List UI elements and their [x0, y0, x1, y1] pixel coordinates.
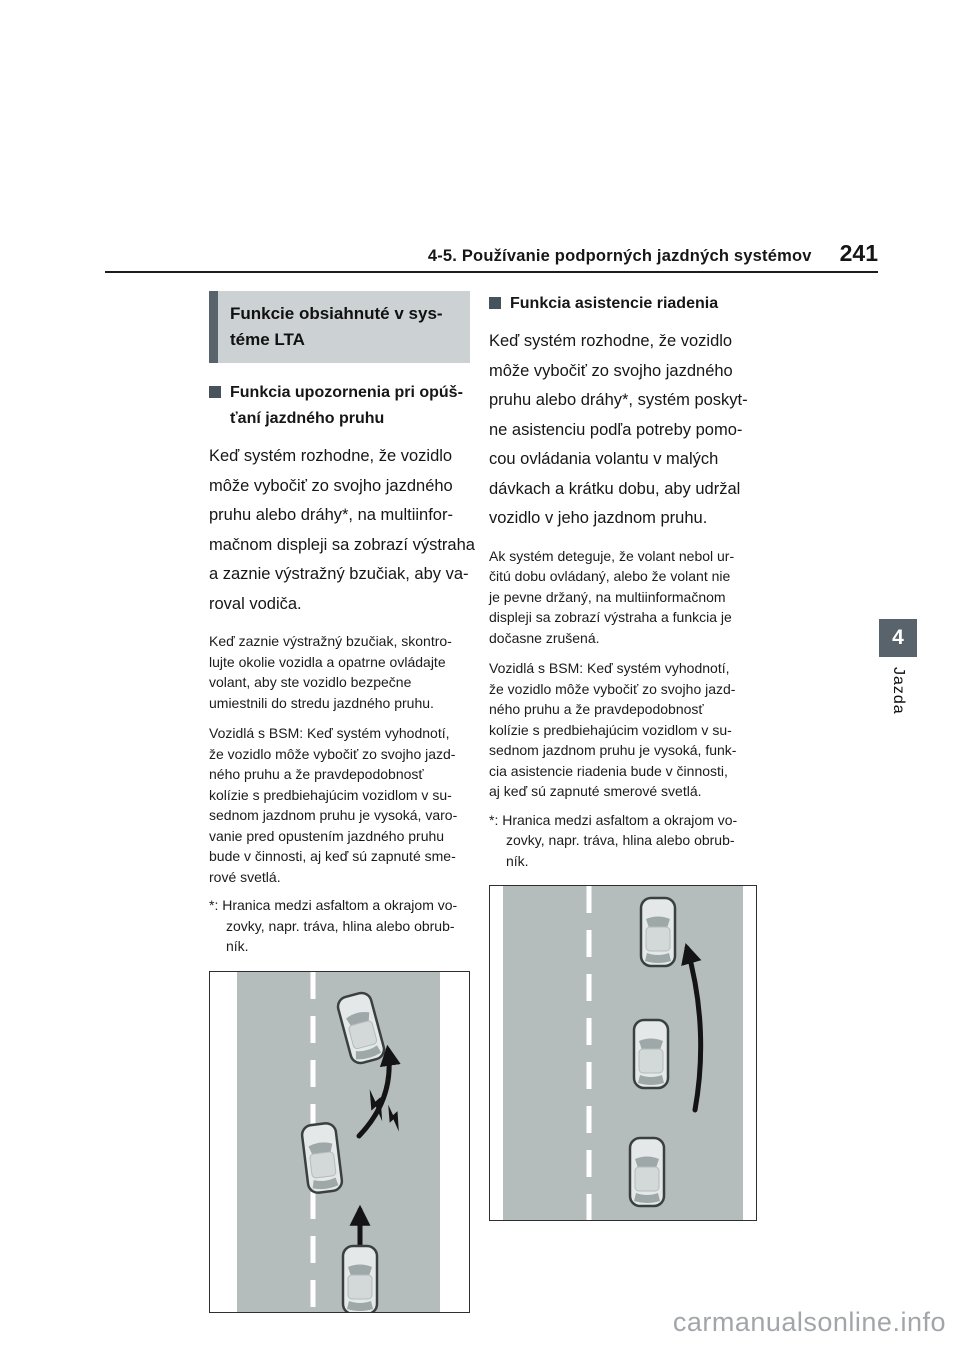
lane-departure-illustration	[209, 970, 470, 1313]
section-heading-lane-departure: Funkcia upozornenia pri opúš- ťaní jazdn…	[209, 380, 470, 432]
lane-departure-footnote: *: Hranica medzi asfaltom a okrajom vo- …	[209, 897, 458, 954]
chapter-number-badge: 4	[879, 619, 917, 657]
chapter-section-title: 4-5. Používanie podporných jazdných syst…	[427, 247, 812, 265]
chapter-side-tab: 4 Jazda	[879, 619, 917, 720]
steering-assist-illustration-svg	[490, 886, 756, 1220]
road-surface	[503, 886, 743, 1220]
section-heading-text: Funkcia upozornenia pri opúš- ťaní jazdn…	[230, 384, 463, 427]
lane-departure-note-2: Vozidlá s BSM: Keď systém vyhodnotí, že …	[209, 725, 458, 885]
car-icon	[639, 896, 677, 968]
square-bullet-icon	[489, 297, 501, 309]
trajectory-arrow-icon	[681, 942, 704, 1113]
steering-assist-footnote: *: Hranica medzi asfaltom a okrajom vo- …	[489, 811, 738, 869]
title-accent-bar	[209, 291, 218, 363]
lta-title-box: Funkcie obsiahnuté v sys- téme LTA	[209, 291, 470, 363]
trajectory-arrow-icon	[356, 1044, 401, 1138]
chapter-label-wrap: Jazda	[879, 667, 917, 720]
lane-departure-illustration-svg	[210, 971, 469, 1312]
warning-flash-icon	[388, 1104, 399, 1132]
right-column: Funkcia asistencie riadenia Keď systém r…	[489, 291, 757, 1221]
section-heading-text: Funkcia asistencie riadenia	[510, 295, 719, 312]
square-bullet-icon	[209, 386, 221, 398]
page-number: 241	[839, 240, 878, 266]
section-heading-steering-assist: Funkcia asistencie riadenia	[489, 291, 757, 317]
header-rule	[105, 271, 878, 273]
left-column: Funkcie obsiahnuté v sys- téme LTA Funkc…	[209, 291, 475, 1313]
steering-assist-body: Keď systém rozhodne, že vozidlo môže vyb…	[489, 332, 748, 527]
car-icon	[632, 1018, 670, 1090]
car-icon	[341, 1244, 379, 1312]
page-header: 4-5. Používanie podporných jazdných syst…	[105, 240, 878, 267]
steering-assist-illustration	[489, 885, 757, 1221]
steering-assist-note-2: Vozidlá s BSM: Keď systém vyhodnotí, že …	[489, 660, 737, 799]
steering-assist-note-1: Ak systém deteguje, že volant nebol ur- …	[489, 547, 735, 646]
road-surface	[237, 971, 440, 1312]
car-icon	[299, 1120, 345, 1195]
lane-departure-note-1: Keď zaznie výstražný bzučiak, skontro- l…	[209, 633, 452, 711]
chapter-label: Jazda	[890, 667, 907, 715]
warning-flash-icon	[369, 1088, 383, 1121]
lane-departure-body: Keď systém rozhodne, že vozidlo môže vyb…	[209, 447, 475, 613]
lta-title-text: Funkcie obsiahnuté v sys- téme LTA	[230, 304, 443, 349]
car-icon	[628, 1136, 666, 1208]
watermark-text: carmanualsonline.info	[672, 1307, 946, 1337]
